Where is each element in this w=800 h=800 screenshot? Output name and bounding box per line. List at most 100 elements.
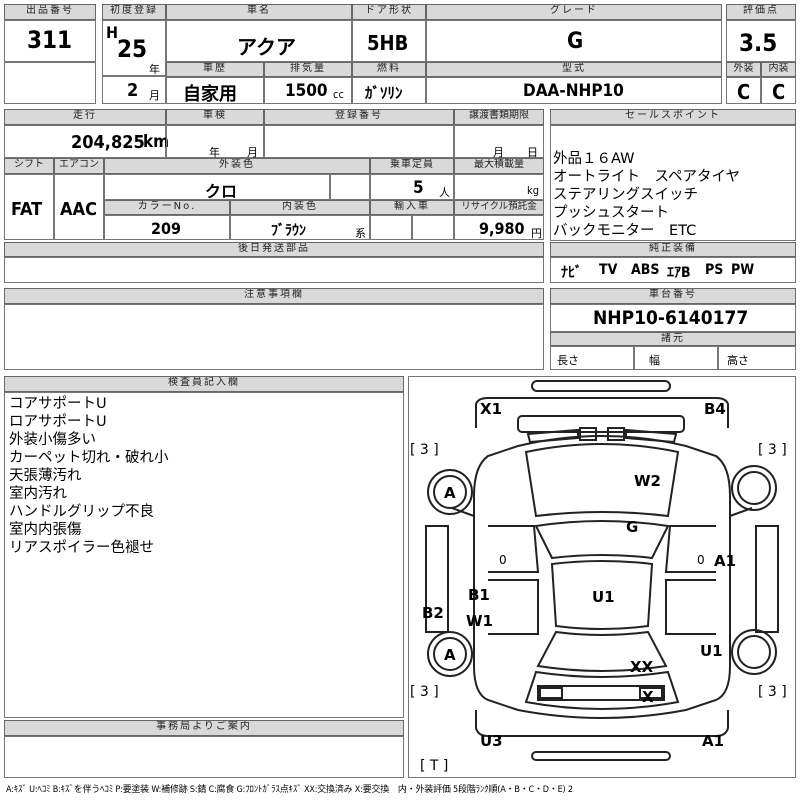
insp-year-unit: 年 xyxy=(209,146,220,159)
sales-label: セールスポイント xyxy=(550,109,796,125)
mark-x: X xyxy=(642,688,654,706)
recycle-cell: 9,980 円 xyxy=(454,215,544,240)
transfer-cell: 月 日 xyxy=(454,125,544,159)
shift: FAT xyxy=(11,199,43,220)
ac-label: エアコン xyxy=(54,158,104,174)
ac-cell: AAC xyxy=(54,174,104,240)
history-label: 車歴 xyxy=(166,62,264,77)
history-cell: 自家用 xyxy=(166,77,264,105)
ac: AAC xyxy=(60,199,97,220)
int-color-label: 内装色 xyxy=(230,200,370,215)
import-cell-a xyxy=(370,215,412,240)
inspection-label: 車検 xyxy=(166,109,264,125)
mark-zero-left: 0 xyxy=(499,553,507,567)
mileage-label: 走行 xyxy=(4,109,166,125)
model-label: 型式 xyxy=(426,62,722,77)
tire-front-left: [ 3 ] xyxy=(410,442,439,458)
fuel: ｶﾞｿﾘﾝ xyxy=(365,84,403,102)
inspector-line: リアスポイラー色褪せ xyxy=(9,540,154,556)
load-unit: kg xyxy=(527,184,540,197)
equipment-item: TV xyxy=(599,262,618,278)
sales-cell: 外品１６AW オートライト スペアタイヤ ステアリングスイッチ プッシュスタート… xyxy=(550,125,796,241)
int-color-unit: 系 xyxy=(355,227,366,240)
insp-month-unit: 月 xyxy=(247,146,258,159)
mark-a1-right: A1 xyxy=(714,552,736,570)
reg-year-unit: 年 xyxy=(149,63,160,76)
car-name-label: 車名 xyxy=(166,4,352,20)
reg-no-label: 登録番号 xyxy=(264,109,454,125)
mileage-cell: 204,825 km xyxy=(4,125,169,158)
chassis-cell: NHP10-6140177 xyxy=(550,304,796,332)
spec-width-cell: 幅 xyxy=(634,346,718,370)
tire-front-right: [ 3 ] xyxy=(758,442,787,458)
mark-a-front: A xyxy=(444,484,456,502)
chassis-label: 車台番号 xyxy=(550,288,796,304)
color-no-label: カラーNo. xyxy=(104,200,230,215)
spec-length: 長さ xyxy=(557,354,579,367)
lot-no-label: 出品番号 xyxy=(4,4,96,20)
first-reg-year-cell: H 25 年 xyxy=(102,20,166,76)
wheel-rear-left xyxy=(427,631,473,677)
later-parts-label: 後日発送部品 xyxy=(4,242,544,257)
wheel-rear-right xyxy=(731,629,777,675)
notes-cell xyxy=(4,304,544,370)
inspector-line: コアサポートU xyxy=(9,396,107,412)
mark-xx: XX xyxy=(630,658,654,676)
capacity: 5 xyxy=(413,178,424,198)
ext-grade-cell: C xyxy=(726,77,761,104)
office-cell xyxy=(4,736,404,778)
first-reg-month-cell: 2 月 xyxy=(102,76,166,104)
first-reg-label: 初度登録 xyxy=(102,4,166,20)
mark-zero-right: 0 xyxy=(697,553,705,567)
mileage: 204,825 xyxy=(71,132,145,153)
displacement-label: 排気量 xyxy=(264,62,352,77)
car-name-cell: アクア xyxy=(166,20,352,62)
door-cell: 5HB xyxy=(352,20,426,62)
front-grille xyxy=(517,415,685,433)
inspector-cell: コアサポートU ロアサポートU 外装小傷多い カーペット切れ・破れ小 天張薄汚れ… xyxy=(4,392,404,718)
mark-u3: U3 xyxy=(480,732,503,750)
grade-cell: G xyxy=(426,20,722,62)
reg-month-unit: 月 xyxy=(149,89,160,102)
displacement: 1500 xyxy=(285,81,328,101)
rear-outline xyxy=(475,710,729,737)
tire-rear-left: [ 3 ] xyxy=(410,684,439,700)
left-side-view xyxy=(425,525,449,633)
int-color: ﾌﾞﾗｳﾝ xyxy=(271,223,306,239)
era-letter: H xyxy=(106,23,119,42)
mark-u1-center: U1 xyxy=(592,588,615,606)
reg-no-cell xyxy=(264,125,454,158)
capacity-unit: 人 xyxy=(439,186,450,199)
mark-w1: W1 xyxy=(466,612,493,630)
recycle: 9,980 xyxy=(479,219,525,238)
import-cell-b xyxy=(412,215,454,240)
wheel-front-left xyxy=(427,469,473,515)
mark-a-rear: A xyxy=(444,646,456,664)
front-outline xyxy=(475,397,729,428)
left-front-fender xyxy=(488,525,540,573)
rear-plate xyxy=(537,685,665,701)
ext-color-label: 外装色 xyxy=(104,158,370,174)
recycle-label: リサイクル預託金 xyxy=(454,200,544,215)
spec-height: 高さ xyxy=(727,354,749,367)
ext-color: クロ xyxy=(205,182,238,201)
fuel-label: 燃料 xyxy=(352,62,426,77)
tire-rear-right: [ 3 ] xyxy=(758,684,787,700)
equipment-label: 純正装備 xyxy=(550,242,796,257)
lot-no-cell: 311 xyxy=(4,20,96,62)
mark-b2: B2 xyxy=(422,604,444,622)
load-label: 最大積載量 xyxy=(454,158,544,174)
later-parts-cell xyxy=(4,257,544,283)
score: 3.5 xyxy=(739,29,778,57)
inspector-line: ハンドルグリップ不良 xyxy=(9,504,154,520)
sales-point: ステアリングスイッチ xyxy=(553,187,698,203)
legend: A:ｷｽﾞ U:ﾍｺﾐ B:ｷｽﾞを伴うﾍｺﾐ P:要塗装 W:補修跡 S:錆 … xyxy=(6,785,573,795)
car-name: アクア xyxy=(237,35,296,59)
transfer-month-unit: 月 xyxy=(493,146,504,159)
inspector-line: 室内汚れ xyxy=(9,486,67,502)
chassis-number: NHP10-6140177 xyxy=(593,307,749,329)
ext-grade-label: 外装 xyxy=(726,62,761,77)
car-diagram-frame xyxy=(408,376,796,778)
right-side-view xyxy=(755,525,779,633)
sales-point: バックモニター ETC xyxy=(553,223,697,239)
